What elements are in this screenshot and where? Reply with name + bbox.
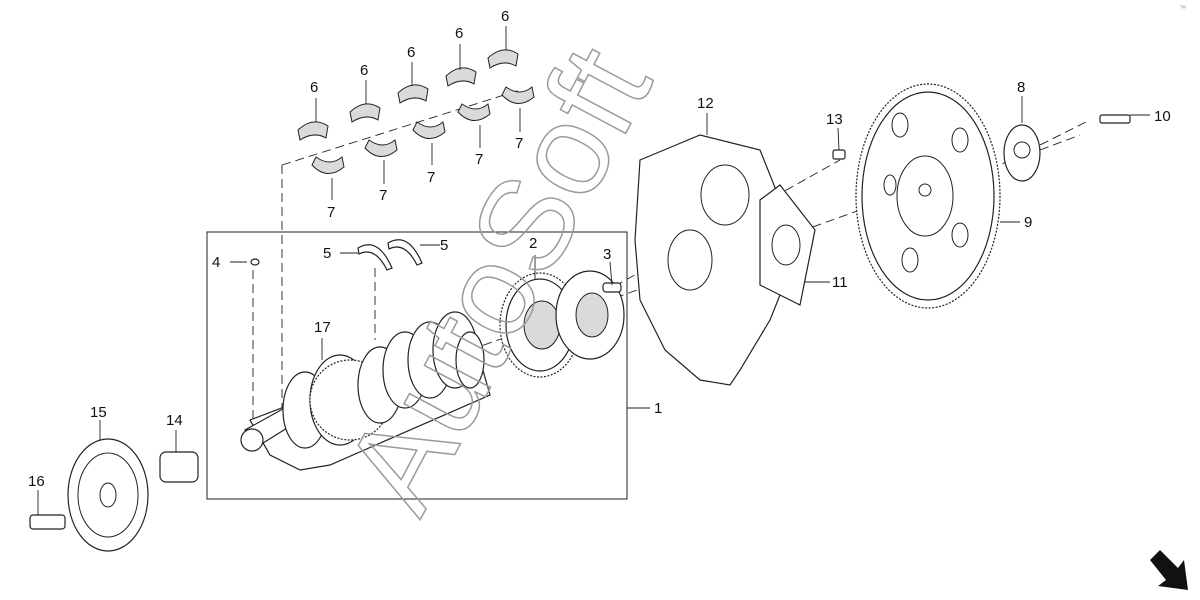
watermark: AutoSoft [316, 24, 679, 533]
callout-9: 9 [1024, 214, 1032, 231]
callout-11: 11 [832, 274, 848, 291]
callout-2: 2 [529, 235, 537, 252]
bearing-shell-upper [487, 49, 519, 69]
bearing-shell-lower [412, 121, 446, 139]
bearing-shell-upper [297, 121, 329, 141]
crankshaft-pulley [67, 438, 149, 552]
callout-6d: 6 [455, 25, 463, 42]
callout-4: 4 [212, 254, 220, 271]
pulley-bolt [29, 514, 66, 530]
callout-3: 3 [603, 246, 611, 263]
reinforcement-plate [1003, 124, 1041, 182]
gasket [759, 184, 816, 306]
callout-6a: 6 [310, 79, 318, 96]
corner-mark: ᵀᴹ [1180, 5, 1186, 12]
callout-6b: 6 [360, 62, 368, 79]
callout-17: 17 [314, 319, 331, 336]
bearing-shell-upper [445, 67, 477, 87]
bearing-shell-upper [349, 103, 381, 123]
callout-1: 1 [654, 400, 662, 417]
callout-7e: 7 [515, 135, 523, 152]
flywheel-bolt [832, 149, 846, 160]
bearing-shell-lower [364, 139, 398, 157]
callout-5b: 5 [440, 237, 448, 254]
callout-7a: 7 [327, 204, 335, 221]
callout-10: 10 [1154, 108, 1171, 125]
callout-8: 8 [1017, 79, 1025, 96]
bearing-shell-lower [501, 86, 535, 104]
bearing-shell-lower [311, 156, 345, 174]
callout-7b: 7 [379, 187, 387, 204]
crankshaft [240, 311, 491, 471]
callout-leaders [37, 26, 1150, 515]
callout-14: 14 [166, 412, 183, 429]
callout-6e: 6 [501, 8, 509, 25]
callout-12: 12 [697, 95, 714, 112]
callout-13: 13 [826, 111, 843, 128]
thrust-washer [387, 239, 423, 266]
crankshaft-assembly-frame [206, 231, 628, 500]
thrust-washer [357, 244, 393, 271]
callout-5a: 5 [323, 245, 331, 262]
bearing-shell-upper [397, 84, 429, 104]
callout-16: 16 [28, 473, 45, 490]
flexplate-bolt [1099, 114, 1131, 124]
lower-bearing-shells [311, 86, 535, 174]
upper-bearing-shells [297, 49, 519, 141]
callout-7d: 7 [475, 151, 483, 168]
sleeve [159, 451, 199, 483]
callouts: 1 2 3 4 5 5 6 6 6 6 6 7 7 7 7 7 8 9 10 1… [28, 8, 1171, 490]
callout-7c: 7 [427, 169, 435, 186]
callout-6c: 6 [407, 44, 415, 61]
flexplate [855, 83, 1001, 309]
bearing-shell-lower [457, 103, 491, 121]
woodruff-key [250, 258, 260, 266]
front-direction-arrow-icon [1150, 550, 1188, 590]
callout-15: 15 [90, 404, 107, 421]
